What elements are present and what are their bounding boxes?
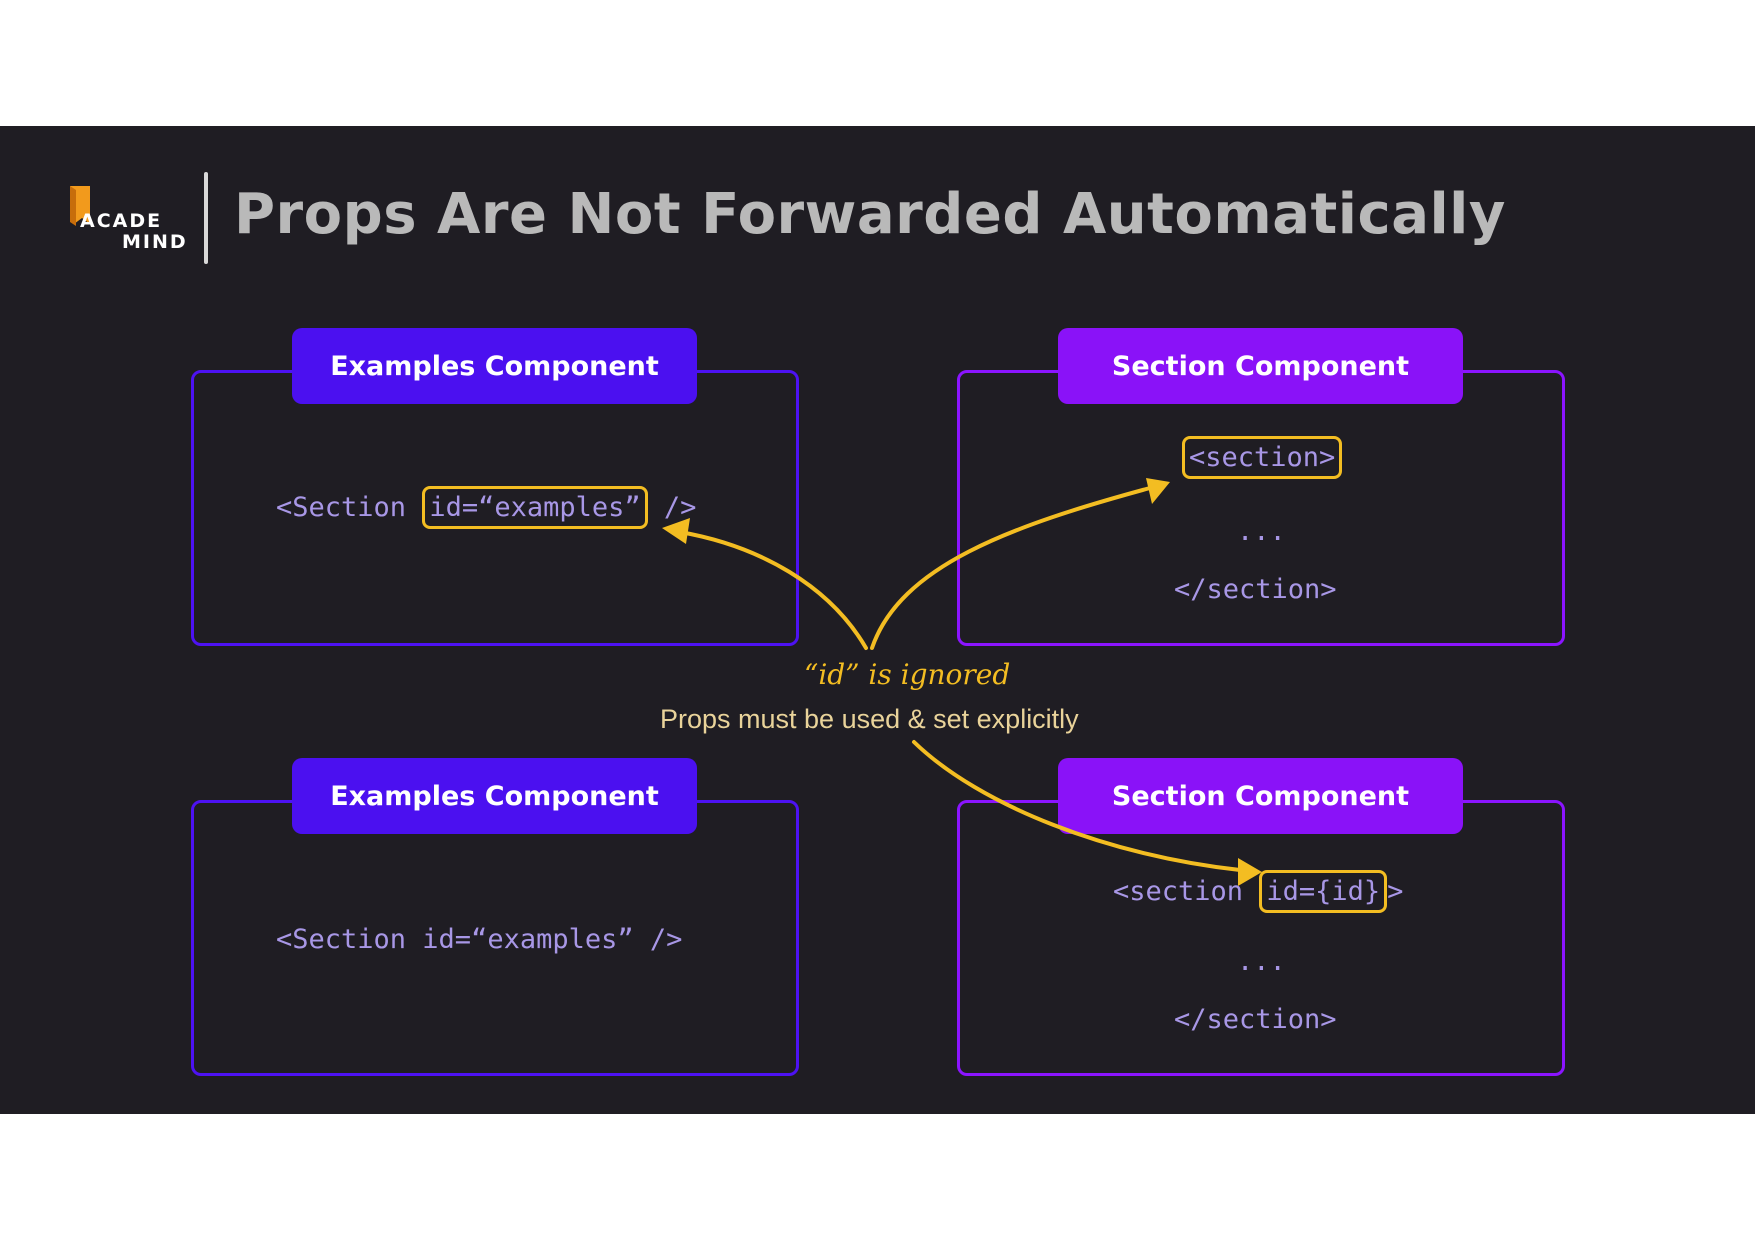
highlighted-id-binding: id={id} bbox=[1259, 870, 1388, 913]
code-section-open-bottom: <section bbox=[1113, 876, 1260, 907]
code-self-close: /> bbox=[647, 492, 697, 523]
section-open-tag-bottom: <section id={id}> bbox=[1113, 870, 1404, 913]
section-close-tag-bottom: </section> bbox=[1174, 1004, 1337, 1035]
slide-title: Props Are Not Forwarded Automatically bbox=[234, 182, 1506, 247]
section-open-tag-top: <section> bbox=[1182, 436, 1343, 479]
arrowhead-section-tag bbox=[1146, 478, 1170, 504]
academind-book-icon bbox=[70, 186, 90, 226]
highlighted-section-tag: <section> bbox=[1182, 436, 1343, 479]
section-dots-top: ... bbox=[1237, 516, 1286, 547]
arrowhead-id-binding bbox=[1238, 858, 1262, 886]
id-ignored-note: “id” is ignored bbox=[804, 658, 1011, 691]
arrow-to-section-tag bbox=[870, 486, 1152, 650]
examples-component-tab-top: Examples Component bbox=[292, 328, 697, 404]
section-component-tab-top: Section Component bbox=[1058, 328, 1463, 404]
highlighted-id-prop: id=“examples” bbox=[422, 486, 648, 529]
arrow-to-id-binding bbox=[912, 740, 1242, 872]
examples-code-bottom: <Section id=“examples” /> bbox=[276, 924, 683, 955]
section-close-tag-top: </section> bbox=[1174, 574, 1337, 605]
examples-component-tab-bottom: Examples Component bbox=[292, 758, 697, 834]
examples-code-top: <Section id=“examples” /> bbox=[276, 486, 697, 529]
section-dots-bottom: ... bbox=[1237, 946, 1286, 977]
code-tag-close-bottom: > bbox=[1387, 876, 1404, 907]
code-section-open: <Section bbox=[276, 492, 423, 523]
logo-text-line1: ACADE bbox=[80, 210, 163, 232]
arrow-to-examples-prop bbox=[678, 530, 868, 650]
logo-text-line2: MIND bbox=[122, 231, 188, 253]
arrowhead-examples-prop bbox=[662, 518, 690, 544]
header-divider bbox=[204, 172, 208, 264]
section-component-tab-bottom: Section Component bbox=[1058, 758, 1463, 834]
academind-logo: ACADE MIND bbox=[68, 184, 188, 264]
annotation-arrows bbox=[662, 478, 1262, 886]
slide: ACADE MIND Props Are Not Forwarded Autom… bbox=[0, 126, 1755, 1114]
props-explicit-note: Props must be used & set explicitly bbox=[660, 704, 1079, 734]
